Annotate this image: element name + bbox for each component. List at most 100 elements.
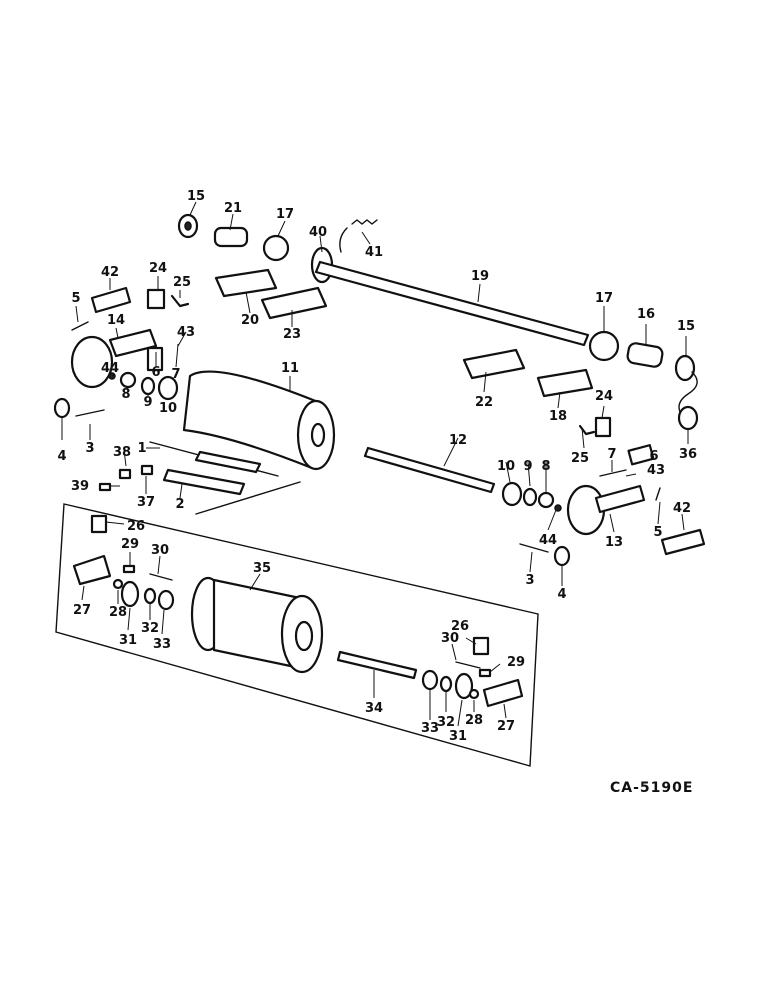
plate-18 bbox=[536, 368, 594, 398]
callout-33-right: 33 bbox=[421, 721, 439, 736]
callout-41: 41 bbox=[365, 245, 383, 260]
plate-24-right bbox=[594, 416, 612, 438]
crank-14 bbox=[108, 328, 158, 358]
washer-9-left bbox=[140, 376, 156, 396]
callout-6-left: 6 bbox=[151, 365, 160, 380]
bracket-27-left bbox=[72, 554, 112, 586]
callout-32-right: 32 bbox=[437, 715, 455, 730]
slat-2 bbox=[162, 468, 246, 496]
bearing-15-right bbox=[674, 354, 696, 382]
callout-10-left: 10 bbox=[159, 401, 177, 416]
bushing-4-right bbox=[553, 545, 571, 567]
bracket-6-right bbox=[627, 444, 655, 466]
link-39 bbox=[98, 482, 112, 492]
sprocket-17-left bbox=[262, 234, 290, 262]
sleeve-36 bbox=[677, 405, 699, 431]
callout-42-right: 42 bbox=[673, 501, 691, 516]
bracket-6-left bbox=[146, 346, 164, 372]
crank-13 bbox=[594, 484, 646, 514]
callout-12: 12 bbox=[449, 433, 467, 448]
leader-lines bbox=[61, 201, 689, 727]
callout-18: 18 bbox=[549, 409, 567, 424]
callout-3-right: 3 bbox=[525, 573, 534, 588]
callout-5-right: 5 bbox=[653, 525, 662, 540]
callout-21: 21 bbox=[224, 201, 242, 216]
slat-upper bbox=[194, 450, 262, 474]
drum-11-hub bbox=[310, 422, 326, 448]
shaft-19 bbox=[314, 260, 590, 347]
callout-24-left: 24 bbox=[149, 261, 167, 276]
callout-39: 39 bbox=[71, 479, 89, 494]
spring-41 bbox=[339, 219, 378, 253]
callout-29-right: 29 bbox=[507, 655, 525, 670]
pin-29-left bbox=[122, 564, 136, 574]
callout-34: 34 bbox=[365, 701, 383, 716]
callout-33-left: 33 bbox=[153, 637, 171, 652]
callout-27-right: 27 bbox=[497, 719, 515, 734]
bearing-15-left-bore bbox=[184, 221, 192, 231]
callout-19: 19 bbox=[471, 269, 489, 284]
diagram-code: CA-5190E bbox=[610, 780, 693, 796]
plate-20 bbox=[214, 268, 278, 298]
wire-36 bbox=[678, 371, 698, 413]
plate-23 bbox=[260, 286, 328, 320]
callout-42-left: 42 bbox=[101, 265, 119, 280]
plate-24-left bbox=[146, 288, 166, 310]
plate-26-left bbox=[90, 514, 108, 534]
callout-4-left: 4 bbox=[57, 449, 66, 464]
callout-37: 37 bbox=[137, 495, 155, 510]
clip-25-left bbox=[170, 294, 190, 308]
callout-11: 11 bbox=[281, 361, 299, 376]
callout-10-right: 10 bbox=[497, 459, 515, 474]
callout-30-right: 30 bbox=[441, 631, 459, 646]
callout-9-left: 9 bbox=[143, 395, 152, 410]
callout-17-left: 17 bbox=[276, 207, 294, 222]
roller-35-hub bbox=[294, 620, 314, 652]
callout-20: 20 bbox=[241, 313, 259, 328]
callout-23: 23 bbox=[283, 327, 301, 342]
callout-26-left: 26 bbox=[127, 519, 145, 534]
callout-13: 13 bbox=[605, 535, 623, 550]
callout-43-left: 43 bbox=[177, 325, 195, 340]
bolt-5-left bbox=[71, 321, 89, 331]
bearing-10-right bbox=[501, 481, 523, 507]
shaft-12 bbox=[363, 446, 496, 494]
bearing-33-right bbox=[421, 669, 439, 691]
pulley-14 bbox=[70, 335, 114, 389]
callout-44-right: 44 bbox=[539, 533, 557, 548]
callout-29-left: 29 bbox=[121, 537, 139, 552]
callout-26-right: 26 bbox=[451, 619, 469, 634]
bolt-5-right bbox=[655, 487, 661, 501]
callout-22: 22 bbox=[475, 395, 493, 410]
callout-43-right: 43 bbox=[647, 463, 665, 478]
bolt-3-left bbox=[75, 409, 105, 417]
callout-30-left: 30 bbox=[151, 543, 169, 558]
callout-6-right: 6 bbox=[649, 449, 658, 464]
washer-9-right bbox=[522, 487, 538, 507]
pin-29-right bbox=[478, 668, 492, 678]
bracket-27-right bbox=[482, 678, 524, 708]
callout-15-left: 15 bbox=[187, 189, 205, 204]
bolt-7-right bbox=[599, 469, 627, 477]
callout-28-left: 28 bbox=[109, 605, 127, 620]
washer-32-left bbox=[143, 587, 157, 605]
bracket-42-left bbox=[90, 286, 132, 314]
pin-28-right bbox=[468, 688, 480, 700]
pin-28-left bbox=[112, 578, 124, 590]
callout-9-right: 9 bbox=[523, 459, 532, 474]
callout-17-right: 17 bbox=[595, 291, 613, 306]
callout-16: 16 bbox=[637, 307, 655, 322]
callout-15-right: 15 bbox=[677, 319, 695, 334]
bracket-42-right bbox=[660, 528, 706, 556]
callout-25-right: 25 bbox=[571, 451, 589, 466]
nut-44-right bbox=[554, 504, 562, 512]
link-37 bbox=[140, 464, 154, 476]
bolt-3-right bbox=[519, 543, 549, 553]
bolt-30-left bbox=[149, 573, 173, 581]
callout-8-left: 8 bbox=[121, 387, 130, 402]
hub-21 bbox=[213, 226, 249, 248]
callout-7-right: 7 bbox=[607, 447, 616, 462]
bearing-31-right bbox=[454, 672, 474, 700]
callout-27-left: 27 bbox=[73, 603, 91, 618]
